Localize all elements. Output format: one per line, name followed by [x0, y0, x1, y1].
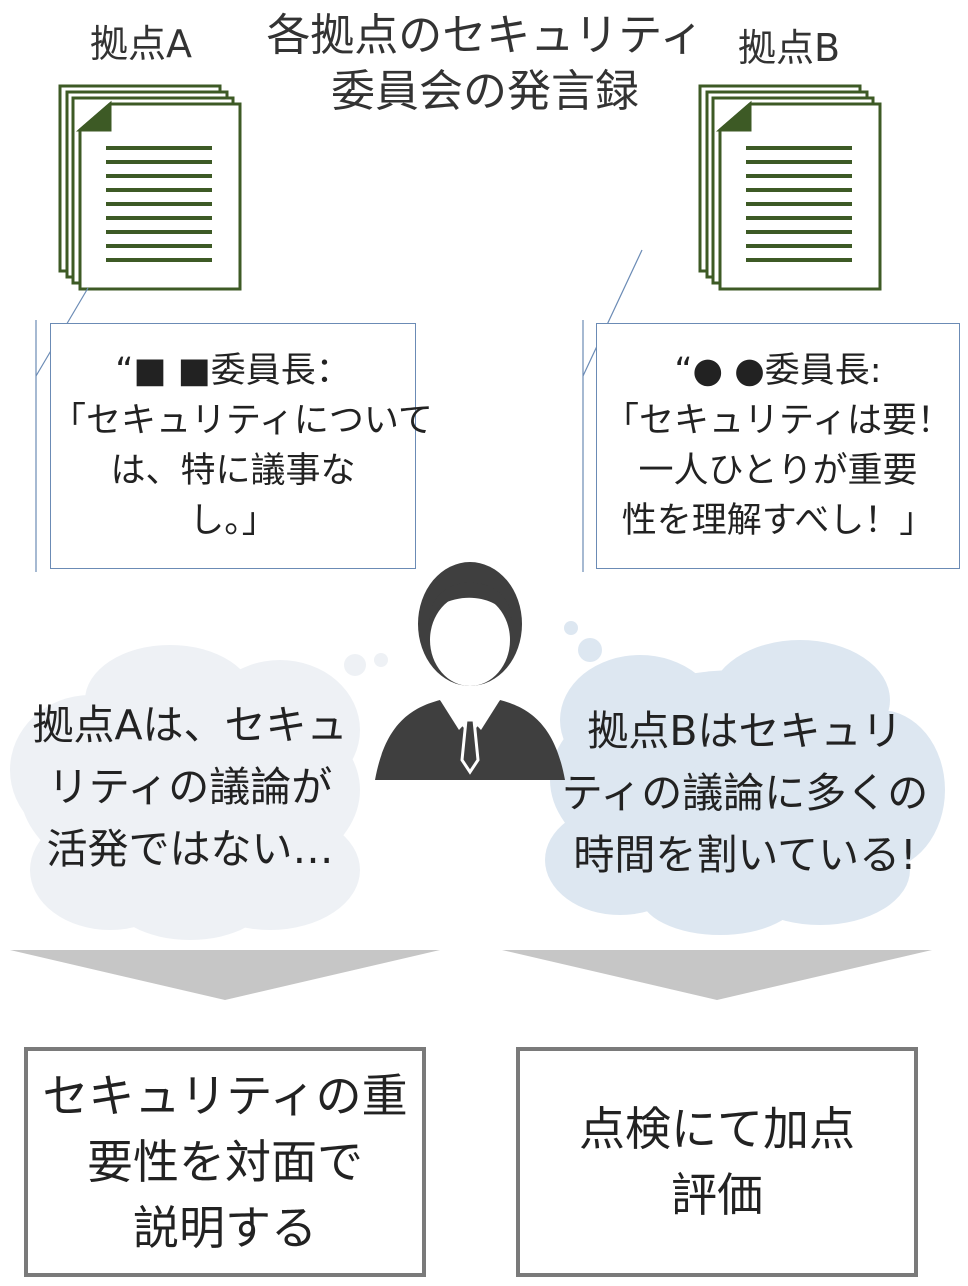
site-b-thought-line: ティの議論に多くの [561, 769, 929, 817]
site-a-quote-line: “■ ■委員長： [115, 351, 351, 391]
site-b-result-line: 評価 [671, 1168, 763, 1222]
site-b-arrow [502, 950, 932, 1000]
site-a-quote-line: 「セキュリティについて [51, 401, 433, 441]
thought-cloud-icon [545, 621, 945, 935]
site-a-arrow [10, 950, 440, 1000]
site-b-quote-callout: “● ●委員長: 「セキュリティは要！ 一人ひとりが重要 性を理解すべし！」 [596, 323, 960, 569]
site-a-thought-text: 拠点Aは、セキュ リティの議論が 活発ではない… [10, 694, 370, 880]
site-a-thought-line: リティの議論が [47, 763, 333, 811]
site-b-thought-line: 拠点Bはセキュリ [587, 707, 903, 755]
site-b-result-line: 点検にて加点 [579, 1102, 855, 1156]
site-a-quote-callout: “■ ■委員長： 「セキュリティについて は、特に議事な し。」 [50, 323, 433, 569]
site-a-result-box: セキュリティの重 要性を対面で 説明する [24, 1047, 426, 1277]
site-b-quote-line: 「セキュリティは要！ [604, 401, 952, 441]
diagram-title: 各拠点のセキュリティ 委員会の発言録 [250, 8, 720, 120]
thought-cloud-icon [10, 645, 388, 940]
site-a-result-line: 要性を対面で [87, 1135, 363, 1189]
site-b-result-box: 点検にて加点 評価 [516, 1047, 918, 1277]
site-b-quote-line: 性を理解すべし！」 [621, 501, 935, 541]
site-a-thought-line: 拠点Aは、セキュ [32, 701, 348, 749]
site-b-thought-text: 拠点Bはセキュリ ティの議論に多くの 時間を割いている! [545, 700, 945, 886]
site-a-thought-line: 活発ではない… [46, 825, 334, 873]
site-b-quote-line: “● ●委員長: [674, 351, 882, 391]
businessman-icon [375, 562, 565, 780]
site-a-result-line: 説明する [133, 1201, 317, 1255]
site-b-thought-line: 時間を割いている! [573, 831, 917, 879]
site-a-quote-line: は、特に議事な [110, 451, 356, 491]
site-b-label: 拠点B [738, 26, 841, 70]
site-a-quote-line: し。」 [189, 501, 277, 541]
site-a-result-line: セキュリティの重 [42, 1069, 408, 1123]
site-a-document-stack [58, 84, 242, 291]
site-a-label: 拠点A [90, 22, 192, 66]
site-b-quote-line: 一人ひとりが重要 [638, 451, 918, 491]
title-line-2: 委員会の発言録 [331, 66, 639, 117]
title-line-1: 各拠点のセキュリティ [266, 10, 704, 61]
